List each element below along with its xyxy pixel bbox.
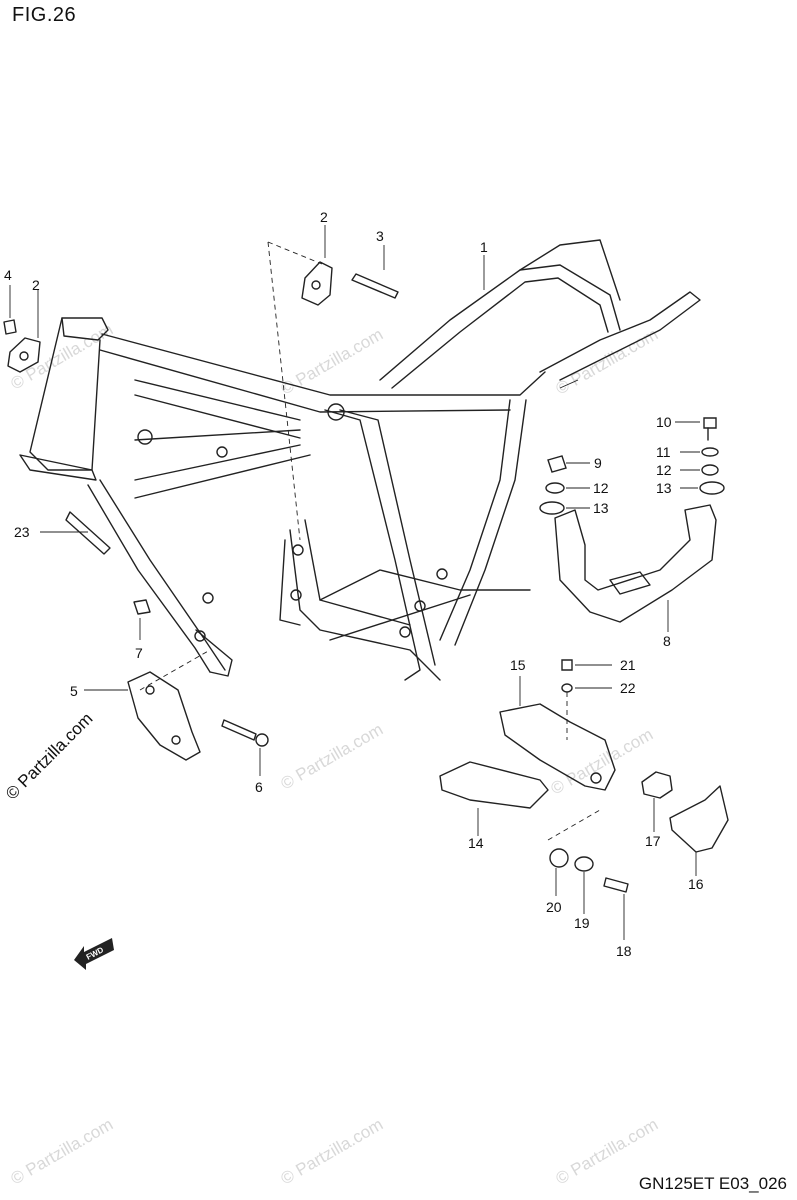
- watermark: © Partzilla.com: [278, 325, 387, 399]
- bolt-3: [351, 273, 399, 299]
- callout-13: 13: [656, 480, 672, 496]
- callout-4: 4: [4, 267, 12, 283]
- plate-15: [499, 703, 616, 791]
- callout-15: 15: [510, 657, 526, 673]
- pad-23: [65, 511, 111, 555]
- callout-3: 3: [376, 228, 384, 244]
- callout-22: 22: [620, 680, 636, 696]
- bolt-6: [221, 719, 269, 747]
- watermark: © Partzilla.com: [548, 725, 657, 799]
- callout-2: 2: [32, 277, 40, 293]
- forward-arrow-icon: FWD: [74, 938, 114, 970]
- nut-7: [133, 599, 151, 615]
- diagram-code: GN125ET E03_026: [638, 1174, 787, 1193]
- callout-1: 1: [480, 239, 488, 255]
- bracket-2-left: [7, 337, 41, 373]
- callout-11: 11: [656, 444, 671, 460]
- callout-19: 19: [574, 915, 590, 931]
- callout-labels: 1 2 2 3 4 5 6 7 8 9 10 11 12 12 13 13 14…: [4, 209, 704, 959]
- callout-14: 14: [468, 835, 484, 851]
- bracket-5: [127, 671, 201, 761]
- bracket-8: [554, 504, 717, 623]
- watermark: © Partzilla.com: [553, 325, 662, 399]
- callout-20: 20: [546, 899, 562, 915]
- nut-4: [3, 319, 17, 335]
- callout-23: 23: [14, 524, 30, 540]
- callout-17: 17: [645, 833, 661, 849]
- callout-21: 21: [620, 657, 636, 673]
- callout-18: 18: [616, 943, 632, 959]
- hardware-18-20: [549, 659, 629, 893]
- callout-2: 2: [320, 209, 328, 225]
- callout-16: 16: [688, 876, 704, 892]
- watermark: © Partzilla.com: [8, 320, 117, 394]
- hardware-9-13: [539, 417, 725, 515]
- watermark: © Partzilla.com: [8, 1115, 117, 1189]
- guard-16: [669, 785, 729, 853]
- main-frame: [19, 239, 701, 681]
- bracket-17: [641, 771, 673, 799]
- watermark: © Partzilla.com: [278, 720, 387, 794]
- callout-9: 9: [594, 455, 602, 471]
- callout-8: 8: [663, 633, 671, 649]
- callout-7: 7: [135, 645, 143, 661]
- callout-12: 12: [656, 462, 672, 478]
- callout-6: 6: [255, 779, 263, 795]
- callout-12: 12: [593, 480, 609, 496]
- watermark: © Partzilla.com: [278, 1115, 387, 1189]
- callout-10: 10: [656, 414, 672, 430]
- page-title: FIG.26: [12, 4, 77, 26]
- guard-14: [439, 761, 549, 809]
- callout-13: 13: [593, 500, 609, 516]
- watermarks: © Partzilla.com © Partzilla.com © Partzi…: [8, 320, 662, 1189]
- watermark: © Partzilla.com: [553, 1115, 662, 1189]
- callout-5: 5: [70, 683, 78, 699]
- leader-lines: [9, 225, 700, 940]
- bracket-2-upper: [301, 261, 333, 306]
